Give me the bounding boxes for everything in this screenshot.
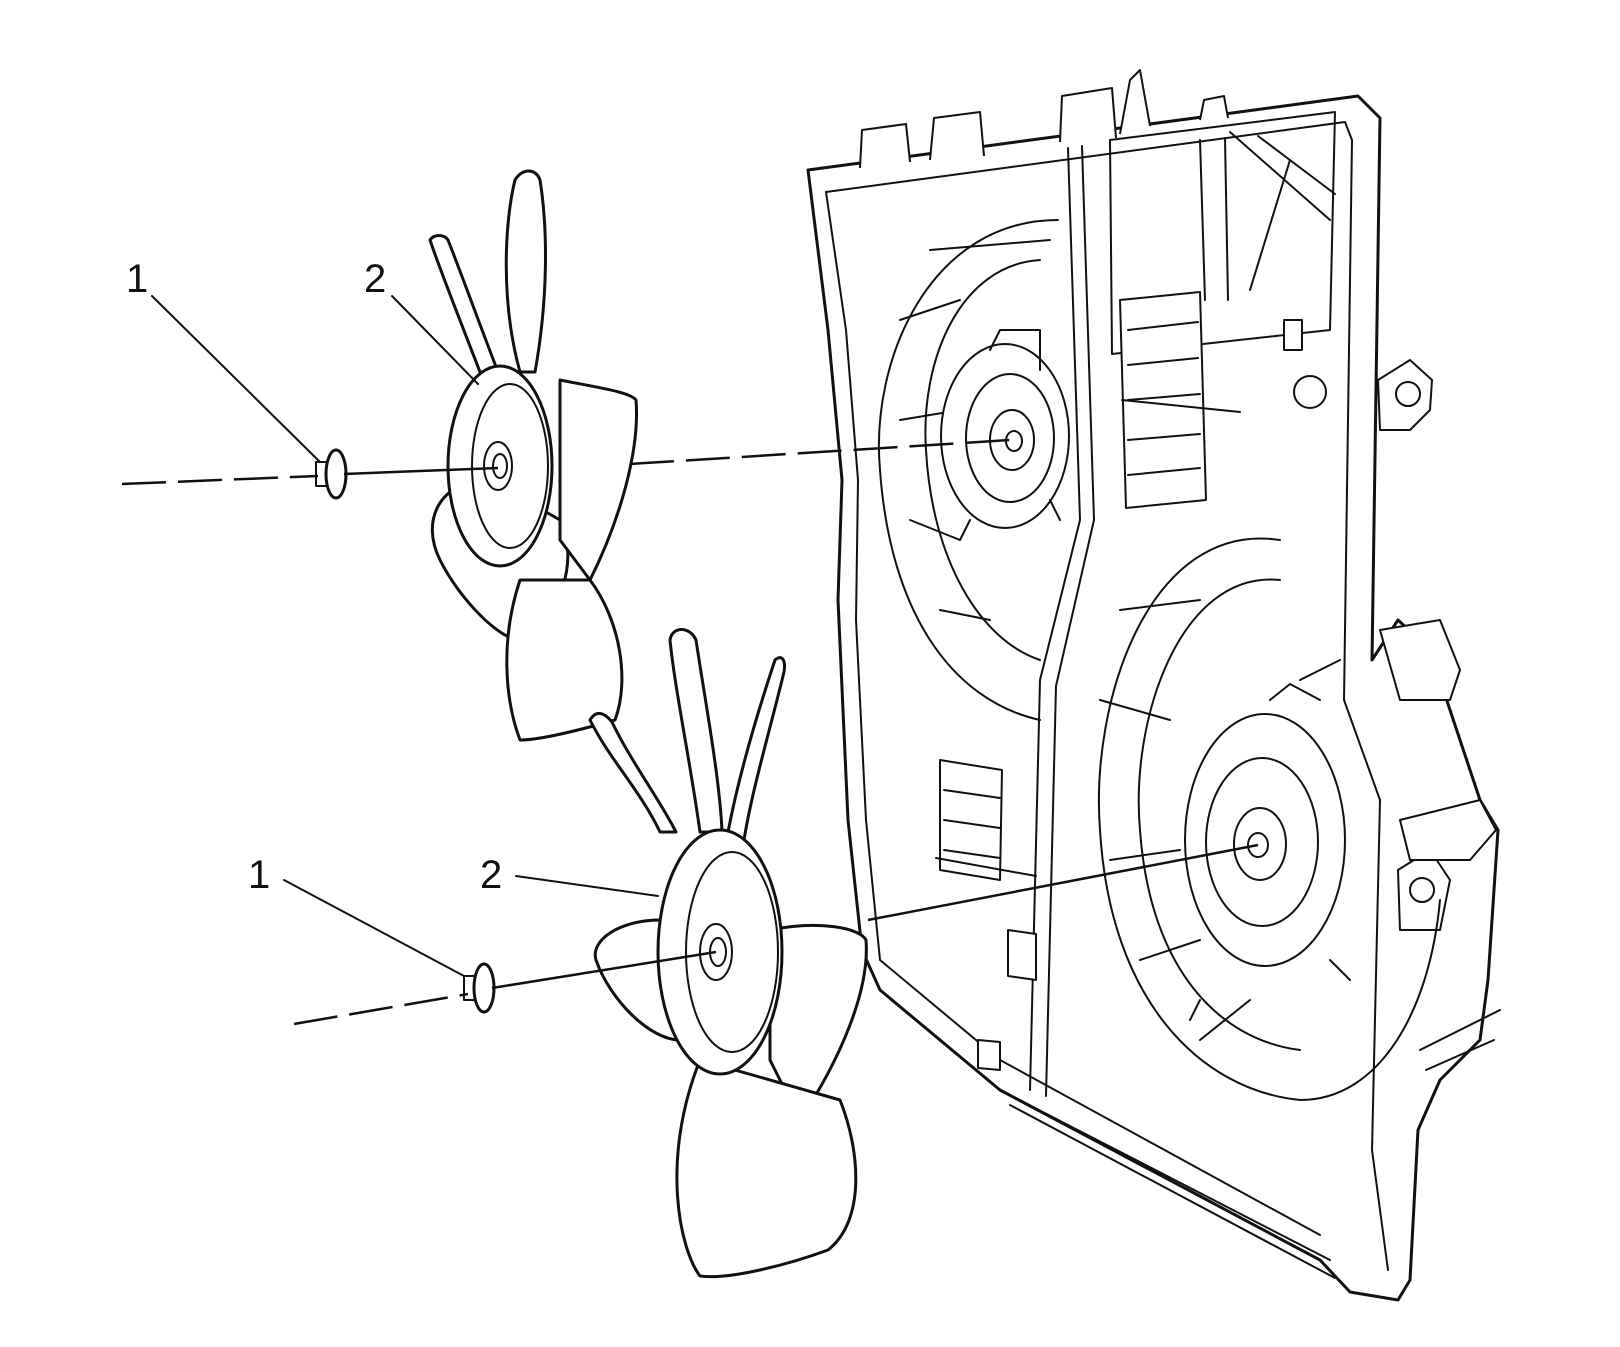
fan-shroud-assembly [806,69,1501,1302]
upper-fan-motor [878,219,1070,721]
fastener-lower [463,962,496,1014]
fastener-upper [315,448,348,500]
callout-fastener-lower: 1 [248,853,270,897]
fan-blade-lower [588,628,868,1279]
callout-fan-blade-lower: 2 [480,853,502,897]
callout-fan-blade-upper: 2 [364,257,386,301]
fan-blade-upper [428,169,638,742]
assembly-lines [121,438,1259,1026]
leader-lines [151,295,659,977]
lower-fan-motor [1098,537,1441,1101]
callout-fastener-upper: 1 [126,257,148,301]
